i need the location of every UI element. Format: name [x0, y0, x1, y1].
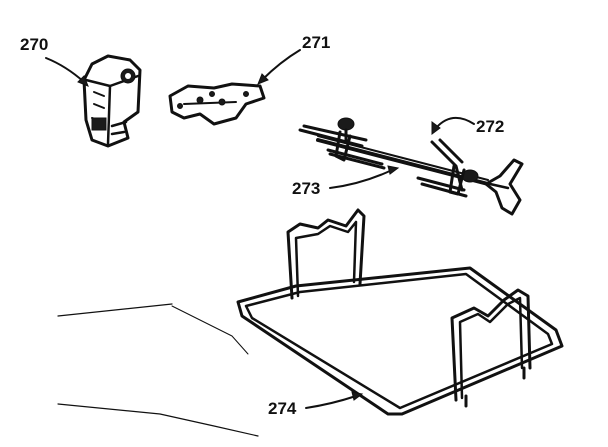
callout-labels: 270 271 272 273 274 [20, 33, 504, 418]
label-274: 274 [268, 399, 297, 418]
spit-fork-icon [298, 117, 468, 198]
label-270: 270 [20, 35, 48, 54]
label-273: 273 [292, 179, 320, 198]
label-272: 272 [476, 117, 504, 136]
drip-rack-icon [236, 208, 564, 416]
floor-lines [57, 303, 259, 437]
motor-icon [82, 54, 142, 148]
callout-arrows [45, 49, 475, 409]
bracket-icon [168, 82, 266, 126]
label-271: 271 [302, 33, 330, 52]
